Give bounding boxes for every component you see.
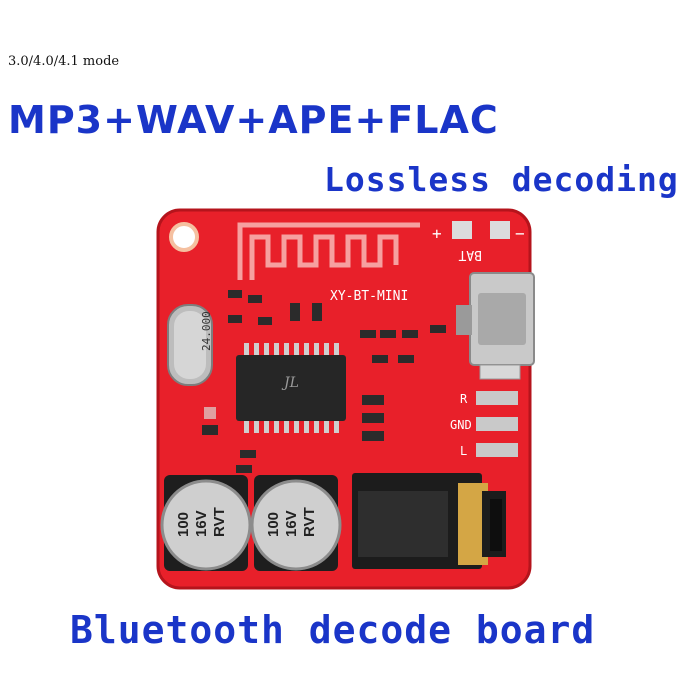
audio-output-pads xyxy=(476,391,518,457)
subheadline-lossless: Lossless decoding xyxy=(324,160,679,199)
micro-usb-port xyxy=(456,272,535,380)
footer-caption: Bluetooth decode board xyxy=(70,608,596,652)
pcb-antenna-trace xyxy=(237,222,420,280)
crystal-oscillator xyxy=(167,304,213,386)
bluetooth-decoder-board-photo: + − BAT XY-BT-MINI 24.000 xyxy=(156,208,535,590)
battery-label: BAT xyxy=(458,247,482,262)
battery-pad-plus xyxy=(452,221,472,239)
cap-left-line-1: 100 xyxy=(175,512,192,537)
audio-jack xyxy=(352,473,506,569)
capacitor-left: 100 16V RVT xyxy=(160,475,252,571)
mounting-hole xyxy=(169,222,199,252)
capacitor-right: 100 16V RVT xyxy=(250,475,342,571)
pin-label-r: R xyxy=(460,392,468,406)
cap-left-line-3: RVT xyxy=(211,507,228,537)
cap-right-line-1: 100 xyxy=(265,512,282,537)
battery-pad-minus xyxy=(490,221,510,239)
chip-logo: JL xyxy=(281,375,299,391)
mode-text: 3.0/4.0/4.1 mode xyxy=(8,54,120,69)
minus-label: − xyxy=(515,224,525,243)
cap-right-line-2: 16V xyxy=(283,510,300,537)
plus-label: + xyxy=(432,224,442,243)
pin-label-l: L xyxy=(460,444,467,458)
crystal-label: 24.000 xyxy=(200,311,213,351)
model-label: XY-BT-MINI xyxy=(330,289,408,304)
pin-label-gnd: GND xyxy=(450,418,472,432)
cap-right-line-3: RVT xyxy=(301,507,318,537)
smd-components xyxy=(202,290,446,473)
decoder-chip: JL xyxy=(236,343,346,433)
headline-formats: MP3+WAV+APE+FLAC xyxy=(8,98,499,142)
cap-left-line-2: 16V xyxy=(193,510,210,537)
